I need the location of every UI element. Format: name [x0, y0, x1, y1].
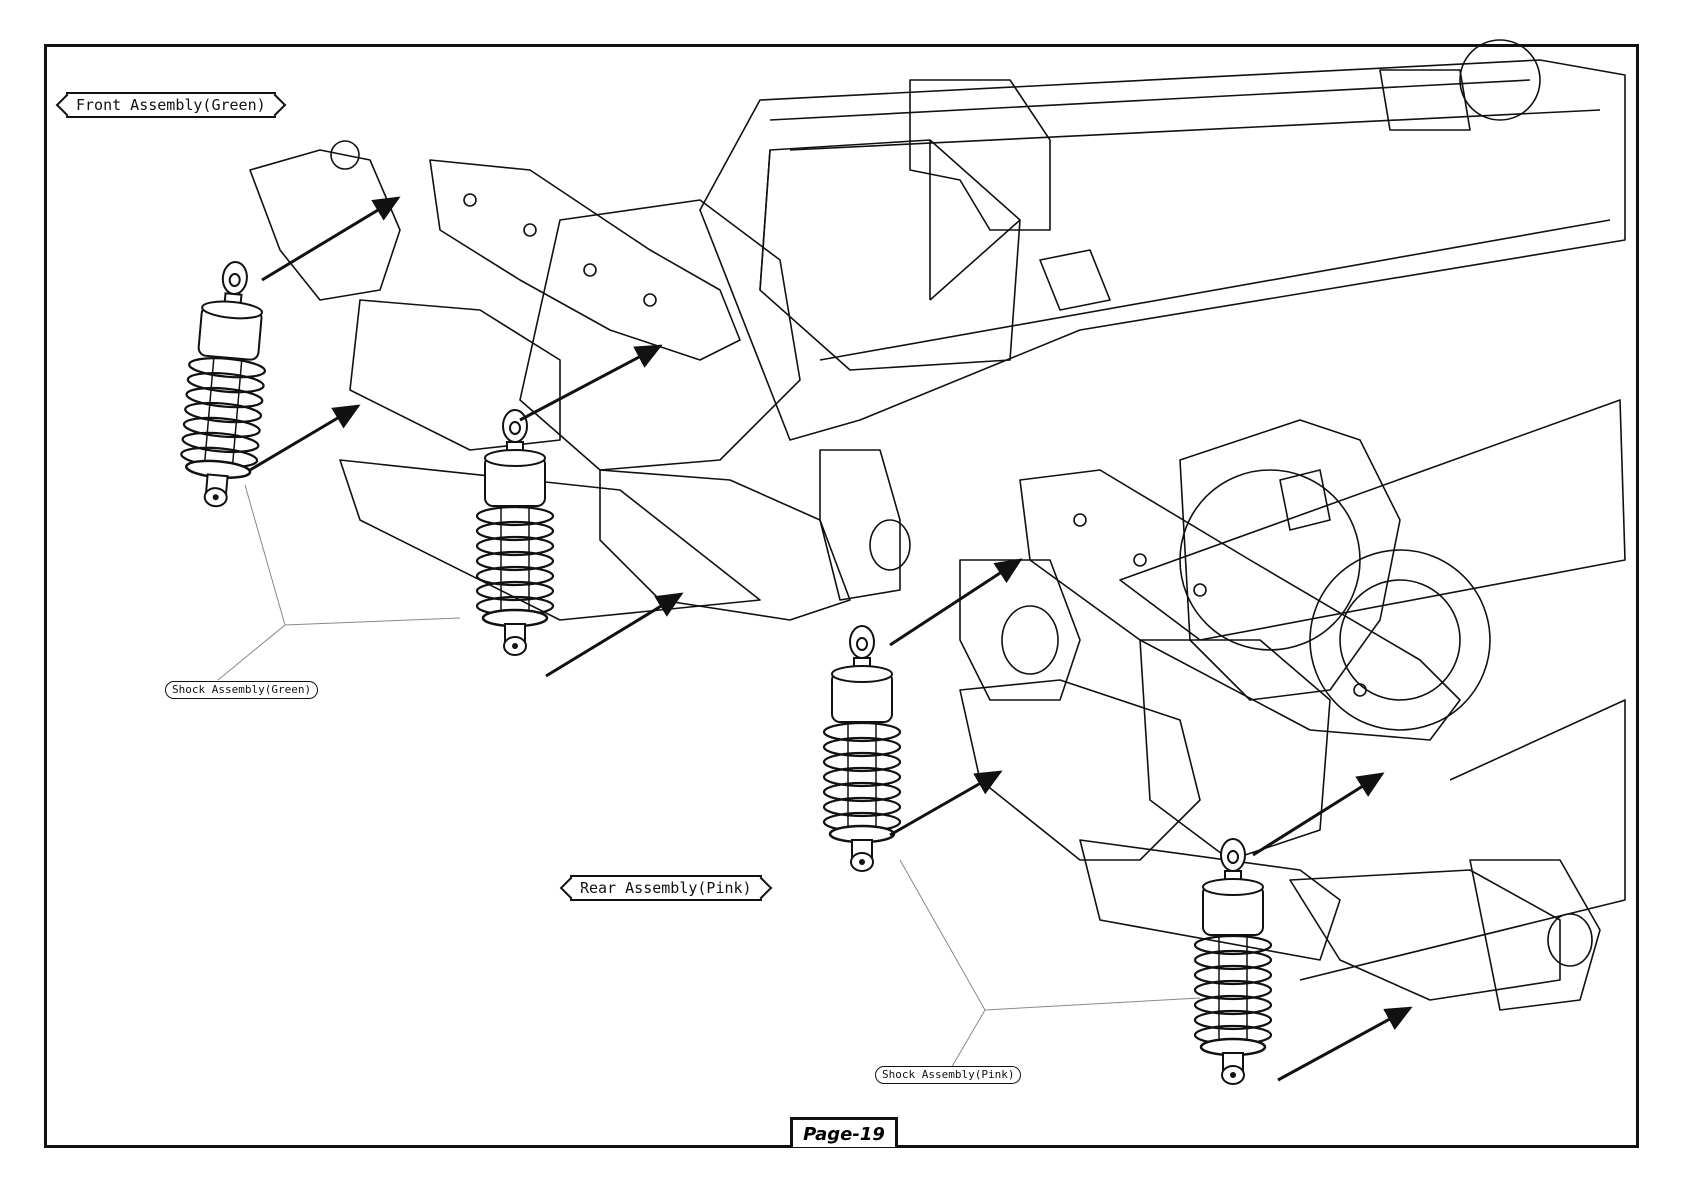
- rear-shock-callout: Shock Assembly(Pink): [875, 1066, 1021, 1084]
- front-shock-callout: Shock Assembly(Green): [165, 681, 318, 699]
- rear-assembly-label: Rear Assembly(Pink): [570, 875, 762, 901]
- front-assembly-label: Front Assembly(Green): [66, 92, 276, 118]
- page-number: Page-19: [790, 1117, 898, 1147]
